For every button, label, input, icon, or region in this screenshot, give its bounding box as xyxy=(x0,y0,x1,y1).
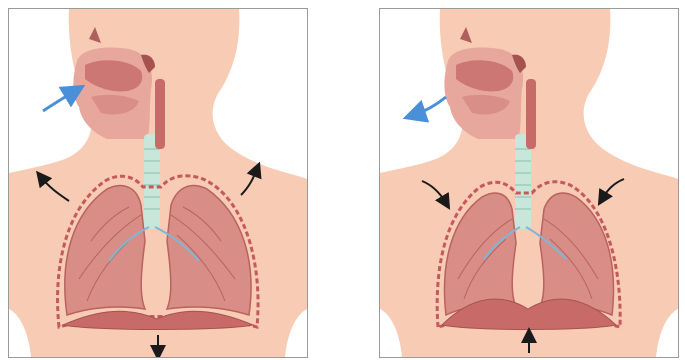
esophagus xyxy=(526,79,536,149)
air-flow-arrow-icon xyxy=(43,91,75,111)
inhalation-panel xyxy=(8,8,308,358)
air-flow-arrow-icon xyxy=(414,97,446,115)
exhalation-diagram xyxy=(380,9,678,357)
inhalation-diagram xyxy=(9,9,307,357)
exhalation-panel xyxy=(379,8,679,358)
esophagus xyxy=(155,79,165,149)
